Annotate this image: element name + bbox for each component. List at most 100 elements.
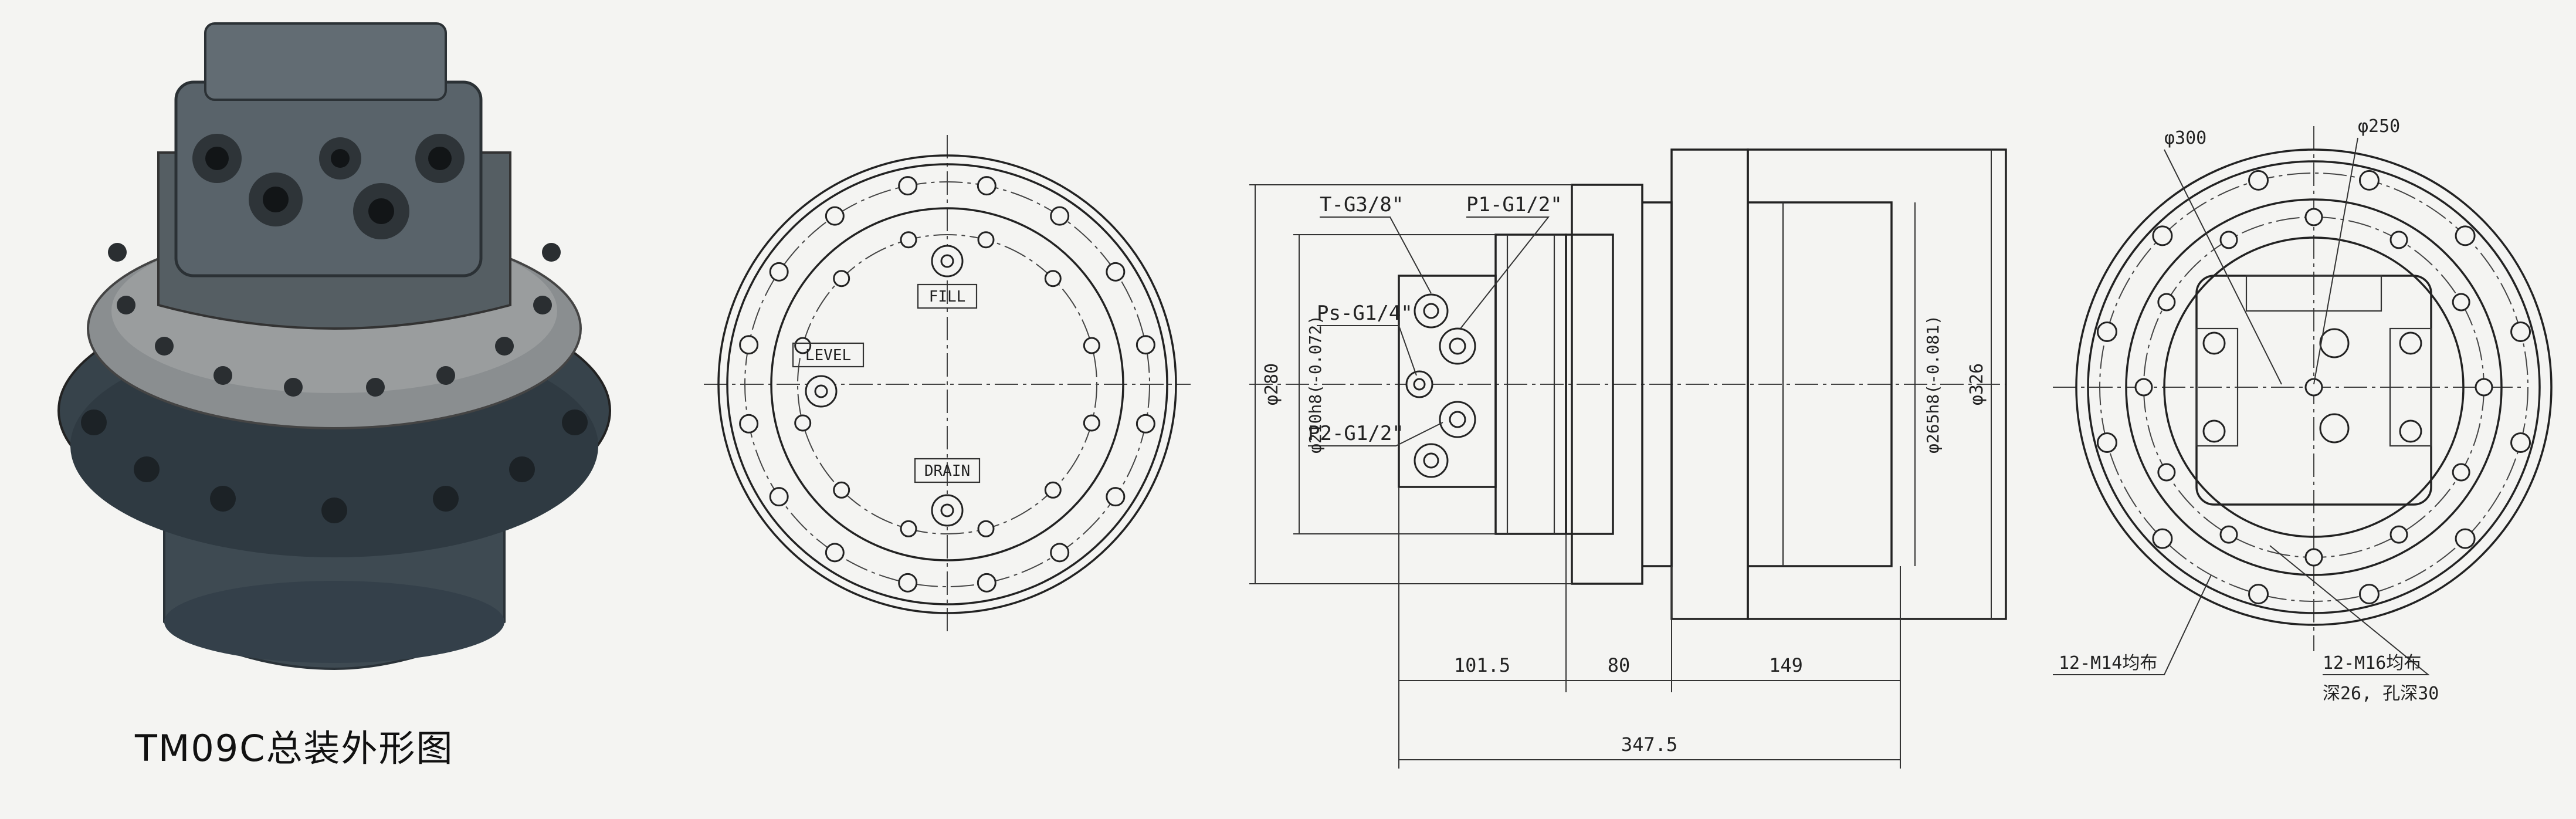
back-bolt-circle-outer [2099, 172, 2528, 602]
front-inner-bolt-hole [900, 231, 917, 249]
front-inner-bolt-hole [1083, 414, 1100, 432]
front-outer-bolt-hole [739, 335, 759, 355]
back-port-5 [2399, 331, 2422, 355]
front-inner-bolt-hole [977, 231, 995, 249]
m16-leader [2269, 545, 2430, 675]
front-inner-bolt-hole [1083, 337, 1100, 354]
ps-port-label: Ps-G1/4" [1317, 302, 1413, 325]
d210-label: φ210h8(-0.072) [1306, 315, 1325, 454]
t-port-label: T-G3/8" [1320, 193, 1404, 216]
back-outer-flange [2075, 148, 2553, 626]
back-inner-bolt-hole [2452, 293, 2470, 312]
length-101-5-label: 101.5 [1454, 654, 1510, 676]
d326-label: φ326 [1967, 363, 1987, 405]
back-inner-bolt-hole [2219, 231, 2238, 249]
back-inner-bolt-hole [2134, 378, 2153, 397]
length-80-label: 80 [1608, 654, 1631, 676]
back-outer-bolt-hole [2096, 321, 2117, 343]
side-ports [1405, 293, 1476, 478]
p2-port-leader [1308, 422, 1443, 446]
back-outer-bolt-hole [2510, 432, 2531, 453]
back-outer-bolt-hole [2152, 528, 2173, 549]
level-label: LEVEL [805, 347, 851, 364]
back-port-4 [2202, 419, 2226, 443]
drawing-caption: TM09C总装外形图 [135, 727, 454, 770]
d280-label: φ280 [1262, 363, 1282, 405]
front-inner-bolt-hole [1044, 270, 1062, 287]
front-outer-bolt-hole [825, 543, 845, 563]
front-bolt-circle-outer [744, 181, 1150, 587]
back-outer-bolt-holes [2096, 170, 2531, 605]
d265-label: φ265h8(-0.081) [1923, 315, 1943, 454]
back-outer-bolt-hole [2510, 321, 2531, 343]
d250-leader [2313, 137, 2358, 385]
back-outer-bolt-hole [2455, 528, 2476, 549]
ps-port-leader [1317, 325, 1417, 376]
back-outer-bolt-hole [2455, 225, 2476, 246]
front-outer-bolt-hole [977, 573, 996, 593]
front-inner-bolt-hole [977, 520, 995, 537]
fill-label: FILL [929, 288, 966, 306]
bolt-m16-label: 12-M16均布 [2323, 653, 2421, 674]
front-outer-bolt-hole [739, 414, 759, 434]
front-inner-bolt-hole [794, 414, 812, 432]
front-outer-bolt-hole [769, 262, 789, 282]
d300-label: φ300 [2164, 128, 2206, 148]
d300-leader [2164, 149, 2282, 385]
back-outer-bolt-hole [2358, 584, 2380, 605]
back-valve-left-boss [2195, 327, 2239, 447]
back-port-2 [2319, 413, 2350, 444]
front-inner-bolt-hole [833, 481, 850, 499]
back-inner-bolt-hole [2219, 525, 2238, 544]
bolt-m16-depth-label: 深26, 孔深30 [2323, 683, 2439, 704]
back-valve-right-boss [2389, 327, 2432, 447]
front-outer-bolt-hole [1106, 262, 1126, 282]
back-inner-bolt-hole [2304, 548, 2323, 567]
front-outer-bolt-hole [825, 206, 845, 226]
back-center-port [2304, 378, 2323, 397]
front-outer-bolt-hole [1136, 335, 1155, 355]
front-outer-bolt-holes [739, 176, 1155, 593]
level-plug: LEVEL [792, 342, 865, 408]
drum-inner [1747, 201, 1893, 567]
drum [1747, 148, 2007, 620]
back-inner-bolt-hole [2452, 463, 2470, 482]
d250-label: φ250 [2358, 116, 2400, 137]
back-inner-bolt-hole [2157, 293, 2176, 312]
t-port-leader [1320, 216, 1432, 294]
front-outer-bolt-hole [977, 176, 996, 196]
bolt-m14-label: 12-M14均布 [2059, 653, 2157, 674]
front-inner-bolt-hole [1044, 481, 1062, 499]
front-cover [770, 207, 1124, 561]
back-inner-bolt-hole [2389, 525, 2408, 544]
back-outer-bolt-hole [2152, 225, 2173, 246]
back-outer-bolt-hole [2248, 170, 2269, 191]
motor-photo [57, 22, 611, 671]
total-length-label: 347.5 [1621, 733, 1677, 756]
drain-label: DRAIN [924, 462, 970, 480]
front-outer-bolt-hole [898, 573, 918, 593]
back-outer-bolt-hole [2248, 584, 2269, 605]
front-inner-bolt-holes [794, 231, 1100, 537]
back-inner-bolt-hole [2389, 231, 2408, 249]
back-port-3 [2202, 331, 2226, 355]
p2-port-label: P2-G1/2" [1308, 422, 1404, 445]
p1-port-label: P1-G1/2" [1466, 193, 1562, 216]
front-outer-flange [717, 154, 1177, 614]
front-outer-bolt-hole [769, 487, 789, 507]
back-valve-top-boss [2245, 275, 2382, 312]
front-view: FILL LEVEL DRAIN [704, 135, 1191, 634]
front-outer-bolt-hole [898, 176, 918, 196]
front-inner-bolt-hole [900, 520, 917, 537]
front-outer-flange-inner-edge [726, 163, 1168, 605]
front-outer-bolt-hole [1106, 487, 1126, 507]
front-bolt-circle-inner [797, 234, 1097, 534]
side-view: T-G3/8" P1-G1/2" Ps-G1/4" P2-G1/2" φ280 … [1249, 148, 2007, 769]
front-outer-bolt-hole [1050, 543, 1070, 563]
p1-port-leader [1460, 216, 1550, 329]
length-149-label: 149 [1769, 654, 1803, 676]
fill-plug: FILL [917, 245, 978, 309]
back-view: φ300 φ250 12-M14均布 12-M16均布 深26, 孔深30 [2053, 116, 2553, 704]
back-inner-bolt-hole [2157, 463, 2176, 482]
